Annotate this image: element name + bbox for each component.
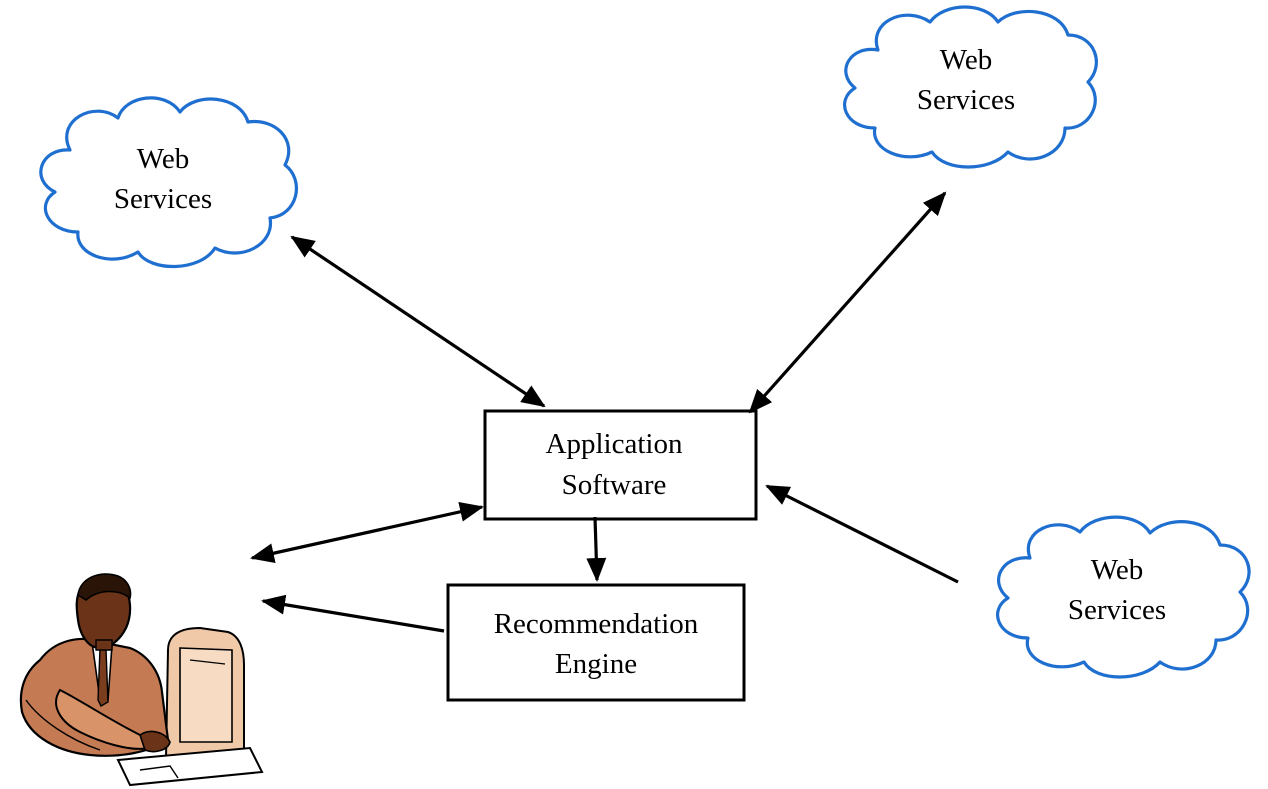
cloud-outline: [996, 515, 1251, 679]
web-services-cloud-bottom-right: Web Services: [996, 515, 1251, 679]
web-services-cloud-left: Web Services: [39, 96, 299, 269]
box-label-line1: Recommendation: [494, 608, 699, 640]
arrow-user-application: [250, 501, 484, 564]
person-at-computer-icon: [19, 573, 264, 787]
application-software-box: Application Software: [483, 409, 758, 521]
cloud-label-line2: Services: [917, 84, 1015, 116]
cloud-label-line2: Services: [1068, 594, 1166, 626]
cloud-label-line2: Services: [114, 183, 212, 215]
recommendation-engine-box: Recommendation Engine: [446, 583, 746, 702]
box-outline: [446, 583, 746, 702]
arrow-application-to-recommendation: [586, 516, 607, 582]
cloud-label-line1: Web: [137, 143, 189, 175]
cloud-label-line1: Web: [940, 44, 992, 76]
cloud-outline: [39, 96, 299, 269]
box-label-line1: Application: [546, 428, 683, 460]
arrow-bottomright-cloud-to-application: [765, 484, 959, 584]
connectors: [250, 191, 959, 633]
box-label-line2: Software: [562, 469, 667, 501]
arrow-topright-cloud-application: [748, 191, 947, 414]
box-label-line2: Engine: [555, 648, 637, 680]
web-services-cloud-top-right: Web Services: [843, 5, 1098, 169]
arrow-left-cloud-application: [290, 235, 546, 408]
cloud-outline: [843, 5, 1098, 169]
box-outline: [483, 409, 758, 521]
cloud-label-line1: Web: [1091, 554, 1143, 586]
arrow-recommendation-to-user: [261, 594, 445, 633]
